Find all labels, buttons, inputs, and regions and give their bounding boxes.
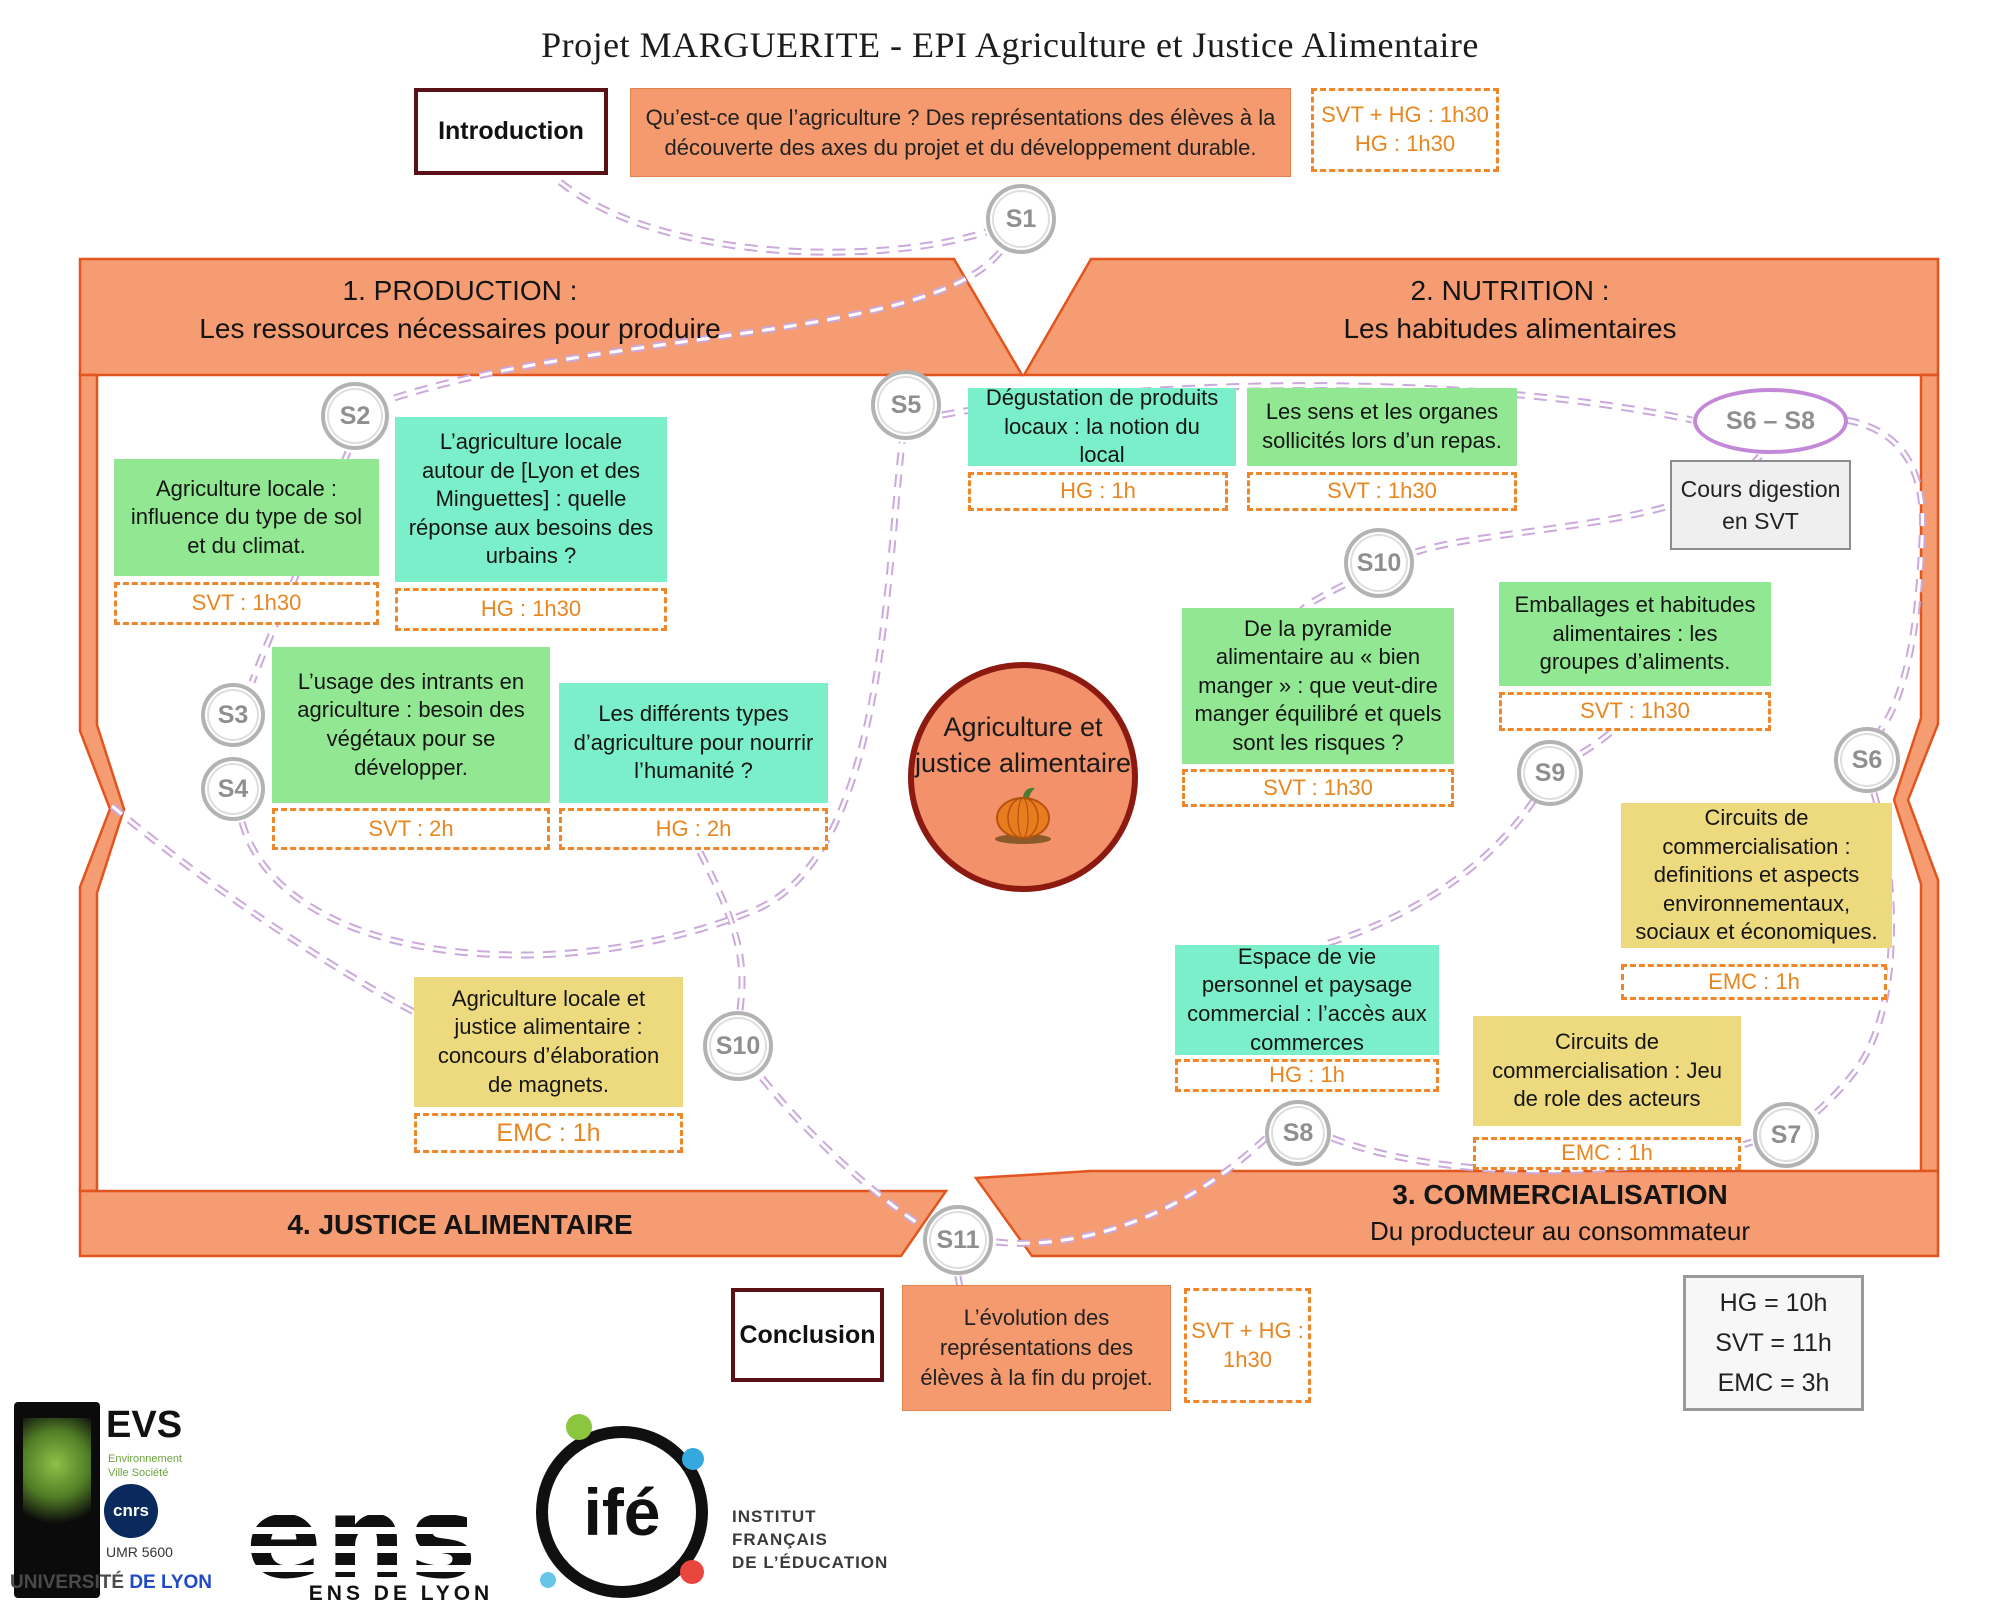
- production-heading-line1: 1. PRODUCTION :: [342, 275, 578, 306]
- activity-intrants: L’usage des intrants en agriculture : be…: [272, 647, 550, 803]
- conclusion-duration: SVT + HG : 1h30: [1184, 1288, 1311, 1403]
- commercialisation-heading-line1: 3. COMMERCIALISATION: [1392, 1179, 1728, 1210]
- universite-de-lyon-logo: UNIVERSITÉ DE LYON: [10, 1572, 212, 1594]
- activity-degustation: Dégustation de produits locaux : la noti…: [968, 385, 1236, 467]
- activity-circuits-definitions-duration: EMC : 1h: [1621, 964, 1887, 1000]
- activity-emballages-duration: SVT : 1h30: [1499, 692, 1771, 731]
- commercialisation-heading: 3. COMMERCIALISATION Du producteur au co…: [1230, 1176, 1890, 1249]
- activity-intrants-duration: SVT : 2h: [272, 808, 550, 850]
- evs-subtitle-line2: Ville Société: [108, 1467, 169, 1480]
- activity-espace-vie-duration: HG : 1h: [1175, 1059, 1439, 1092]
- session-marker-s7: S7: [1753, 1102, 1819, 1168]
- ife-cyan-dot: [540, 1572, 556, 1588]
- frame-band: [78, 257, 1940, 1258]
- digestion-note: Cours digestion en SVT: [1670, 460, 1851, 550]
- activity-agriculture-locale-duration: HG : 1h30: [395, 588, 667, 631]
- ife-caption-line1: INSTITUT: [732, 1507, 817, 1526]
- session-marker-s6: S6: [1834, 727, 1900, 793]
- production-heading: 1. PRODUCTION : Les ressources nécessair…: [130, 272, 790, 348]
- activity-sens-organes: Les sens et les organes sollicités lors …: [1247, 388, 1517, 466]
- conclusion-label: Conclusion: [731, 1288, 884, 1382]
- introduction-description: Qu’est-ce que l’agriculture ? Des représ…: [630, 88, 1291, 177]
- total-hg: HG = 10h: [1719, 1289, 1828, 1317]
- activity-sens-organes-duration: SVT : 1h30: [1247, 472, 1517, 511]
- total-svt: SVT = 11h: [1715, 1329, 1832, 1357]
- evs-logo-text: EVS: [106, 1404, 183, 1446]
- evs-tree-graphic: [22, 1417, 92, 1540]
- introduction-label: Introduction: [414, 88, 608, 175]
- ife-caption-line2: FRANÇAIS: [732, 1529, 828, 1549]
- hours-totals: HG = 10h SVT = 11h EMC = 3h: [1683, 1275, 1864, 1411]
- activity-pyramide-duration: SVT : 1h30: [1182, 769, 1454, 807]
- activity-pyramide: De la pyramide alimentaire au « bien man…: [1182, 608, 1454, 764]
- nutrition-heading-line2: Les habitudes alimentaires: [1343, 312, 1677, 344]
- session-marker-s9: S9: [1517, 740, 1583, 806]
- conclusion-duration-line1: SVT + HG :: [1191, 1317, 1304, 1343]
- activity-types-agriculture-duration: HG : 2h: [559, 808, 828, 850]
- nutrition-heading: 2. NUTRITION : Les habitudes alimentaire…: [1160, 272, 1860, 348]
- central-theme-line1: Agriculture et: [943, 711, 1103, 742]
- evs-logo-image: [14, 1402, 100, 1598]
- pumpkin-icon: [995, 788, 1051, 845]
- activity-emballages: Emballages et habitudes alimentaires : l…: [1499, 582, 1771, 686]
- ife-caption: INSTITUT FRANÇAIS DE L’ÉDUCATION: [732, 1506, 888, 1575]
- session-marker-s10-nutrition: S10: [1344, 528, 1414, 598]
- justice-heading: 4. JUSTICE ALIMENTAIRE: [287, 1209, 633, 1240]
- activity-sol-climat: Agriculture locale : influence du type d…: [114, 459, 379, 576]
- activity-types-agriculture: Les différents types d’agriculture pour …: [559, 683, 828, 803]
- cnrs-logo: cnrs: [104, 1484, 158, 1538]
- de-lyon-text: DE LYON: [129, 1572, 213, 1593]
- introduction-duration: SVT + HG : 1h30 HG : 1h30: [1311, 88, 1499, 172]
- universite-text: UNIVERSITÉ: [10, 1572, 125, 1593]
- page-title: Projet MARGUERITE - EPI Agriculture et J…: [541, 25, 1479, 65]
- production-heading-line2: Les ressources nécessaires pour produire: [199, 312, 721, 344]
- activity-circuits-definitions: Circuits de commercialisation : definiti…: [1621, 803, 1892, 948]
- session-marker-s4: S4: [201, 757, 265, 821]
- evs-subtitle-line1: Environnement: [108, 1453, 182, 1465]
- session-marker-s1: S1: [986, 184, 1056, 254]
- ife-caption-line3: DE L’ÉDUCATION: [732, 1552, 889, 1572]
- ife-blue-dot: [682, 1448, 704, 1470]
- central-theme-line2: justice alimentaire: [914, 748, 1132, 778]
- ens-logo: ens: [246, 1483, 556, 1595]
- session-marker-s2: S2: [321, 382, 389, 450]
- nutrition-heading-line1: 2. NUTRITION :: [1410, 275, 1610, 306]
- conclusion-description: L’évolution des représentations des élèv…: [902, 1285, 1171, 1411]
- activity-agriculture-locale: L’agriculture locale autour de [Lyon et …: [395, 417, 667, 582]
- digestion-note-line1: Cours digestion: [1680, 475, 1841, 502]
- central-theme-node: Agriculture et justice alimentaire: [908, 662, 1138, 892]
- session-marker-s8: S8: [1265, 1100, 1331, 1166]
- session-marker-s10-justice: S10: [703, 1011, 773, 1081]
- activity-magnets: Agriculture locale et justice alimentair…: [414, 977, 683, 1107]
- ens-logo-stripes: [246, 1496, 556, 1582]
- total-emc: EMC = 3h: [1717, 1369, 1830, 1397]
- introduction-duration-line1: SVT + HG : 1h30: [1321, 102, 1489, 128]
- activity-jeu-de-role: Circuits de commercialisation : Jeu de r…: [1473, 1016, 1741, 1126]
- session-marker-s3: S3: [201, 683, 265, 747]
- session-marker-s6-s8: S6 – S8: [1693, 388, 1848, 454]
- ens-caption: ENS DE LYON: [308, 1582, 494, 1600]
- activity-espace-vie: Espace de vie personnel et paysage comme…: [1175, 944, 1439, 1055]
- session-marker-s11: S11: [923, 1205, 993, 1275]
- umr-label: UMR 5600: [106, 1544, 173, 1560]
- activity-sol-climat-duration: SVT : 1h30: [114, 582, 379, 625]
- commercialisation-heading-line2: Du producteur au consommateur: [1369, 1215, 1751, 1246]
- session-marker-s5: S5: [871, 370, 941, 440]
- ife-green-dot: [566, 1414, 592, 1440]
- activity-magnets-duration: EMC : 1h: [414, 1113, 683, 1153]
- introduction-duration-line2: HG : 1h30: [1354, 131, 1456, 156]
- digestion-note-line2: en SVT: [1722, 508, 1799, 534]
- activity-jeu-de-role-duration: EMC : 1h: [1473, 1137, 1741, 1170]
- activity-degustation-duration: HG : 1h: [968, 472, 1228, 511]
- evs-subtitle: Environnement Ville Société: [108, 1452, 182, 1481]
- conclusion-duration-line2: 1h30: [1223, 1346, 1272, 1372]
- ife-red-dot: [680, 1560, 704, 1584]
